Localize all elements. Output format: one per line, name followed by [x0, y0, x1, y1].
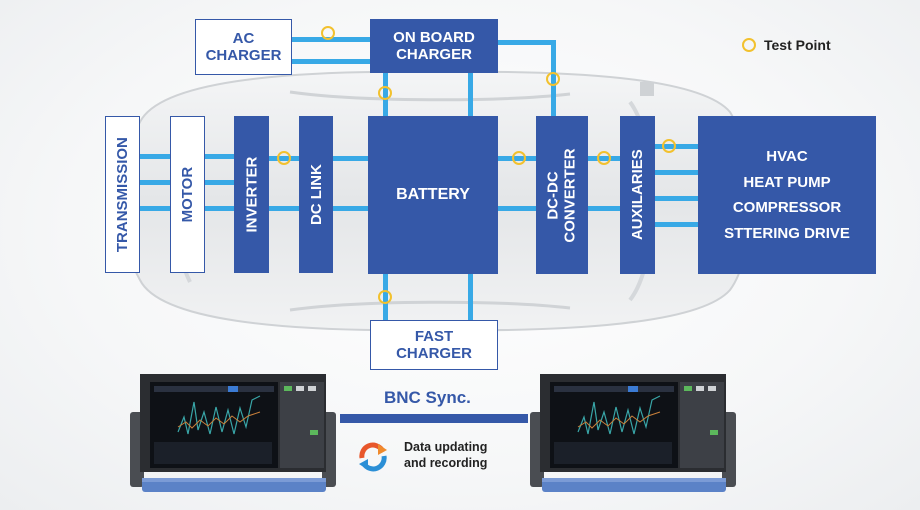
fast-charger-label-line2: CHARGER: [396, 345, 472, 362]
transmission-block: TRANSMISSION: [105, 116, 140, 273]
dc-dc-converter-label-line1: DC-DC: [544, 170, 562, 220]
dc-link-block: DC LINK: [299, 116, 333, 273]
analyzer-right-waveform-1: [577, 395, 661, 435]
inverter-label: INVERTER: [242, 156, 260, 233]
load-hvac: HVAC: [766, 148, 808, 165]
motor-block: MOTOR: [170, 116, 205, 273]
fast-charger-label-line1: FAST: [414, 327, 454, 345]
data-updating-line2: and recording: [404, 455, 488, 470]
motor-label: MOTOR: [178, 166, 196, 223]
connector-trans-motor-3: [138, 206, 171, 211]
data-updating-line1: Data updating: [404, 440, 488, 454]
on-board-charger-label-line1: ON BOARD: [393, 28, 475, 46]
dc-dc-converter-label-line2: CONVERTER: [561, 147, 578, 243]
on-board-charger-block: ON BOARD CHARGER: [370, 19, 498, 73]
ac-charger-label-line2: CHARGER: [205, 47, 282, 64]
load-heat-pump: HEAT PUMP: [743, 173, 831, 191]
transmission-label: TRANSMISSION: [113, 136, 131, 253]
test-point-battery-dcdc: [512, 151, 526, 165]
loads-block: HVAC HEAT PUMP COMPRESSOR STTERING DRIVE: [698, 116, 876, 274]
dc-dc-converter-block: DC-DC CONVERTER: [536, 116, 588, 274]
test-point-circle-icon: [742, 38, 756, 52]
on-board-charger-label-line2: CHARGER: [396, 46, 472, 63]
dc-link-label: DC LINK: [307, 164, 325, 225]
fast-charger-block: FAST CHARGER: [370, 320, 498, 370]
ac-charger-label-line1: AC: [232, 29, 255, 47]
connector-aux-loads-3: [654, 196, 700, 201]
connector-battery-fast-right: [468, 274, 473, 320]
connector-ac-obc-bottom: [292, 59, 370, 64]
test-point-obc-battery: [378, 86, 392, 100]
test-point-aux-loads: [662, 139, 676, 153]
connector-motor-inv-1: [204, 154, 236, 159]
battery-block: BATTERY: [368, 116, 498, 274]
load-compressor: COMPRESSOR: [732, 199, 842, 216]
load-steering-drive: STTERING DRIVE: [724, 224, 850, 242]
connector-motor-inv-2: [204, 180, 236, 185]
power-analyzer-right: [530, 374, 736, 492]
connector-trans-motor-2: [138, 180, 171, 185]
bnc-sync-label: BNC Sync.: [384, 388, 471, 407]
sync-arrows-icon: [359, 442, 387, 472]
connector-dclink-battery-1: [332, 156, 370, 161]
analyzer-left-waveform-1: [177, 395, 261, 435]
connector-ac-obc-top: [292, 37, 370, 42]
test-point-inverter-dclink: [277, 151, 291, 165]
analyzer-left-keypad: [280, 382, 324, 468]
connector-dclink-battery-2: [332, 206, 370, 211]
connector-trans-motor-1: [138, 154, 171, 159]
inverter-block: INVERTER: [234, 116, 269, 273]
connector-dcdc-aux-2: [586, 206, 622, 211]
analyzer-right-waveform-2: [577, 411, 661, 429]
bnc-sync-cable: [340, 414, 528, 423]
test-point-battery-fast: [378, 290, 392, 304]
data-updating-label: Data updating and recording: [404, 440, 487, 471]
legend: Test Point: [742, 37, 831, 53]
battery-label: BATTERY: [396, 185, 470, 203]
test-point-dcdc-aux: [597, 151, 611, 165]
auxilaries-block: AUXILARIES: [620, 116, 655, 274]
connector-obc-battery-right: [468, 73, 473, 118]
test-point-ac-obc: [321, 26, 335, 40]
connector-inv-dclink-2: [268, 206, 300, 211]
connector-aux-loads-2: [654, 170, 700, 175]
analyzer-right-keypad: [680, 382, 724, 468]
connector-obc-dcdc-h: [498, 40, 556, 45]
connector-aux-loads-1: [654, 144, 700, 149]
connector-aux-loads-4: [654, 222, 700, 227]
legend-label: Test Point: [764, 37, 831, 53]
auxilaries-label: AUXILARIES: [628, 149, 646, 241]
power-analyzer-left: [130, 374, 336, 492]
connector-battery-dcdc-2: [498, 206, 538, 211]
test-point-obc-dcdc: [546, 72, 560, 86]
connector-motor-inv-3: [204, 206, 236, 211]
ac-charger-block: AC CHARGER: [195, 19, 292, 75]
analyzer-left-waveform-2: [177, 411, 261, 429]
